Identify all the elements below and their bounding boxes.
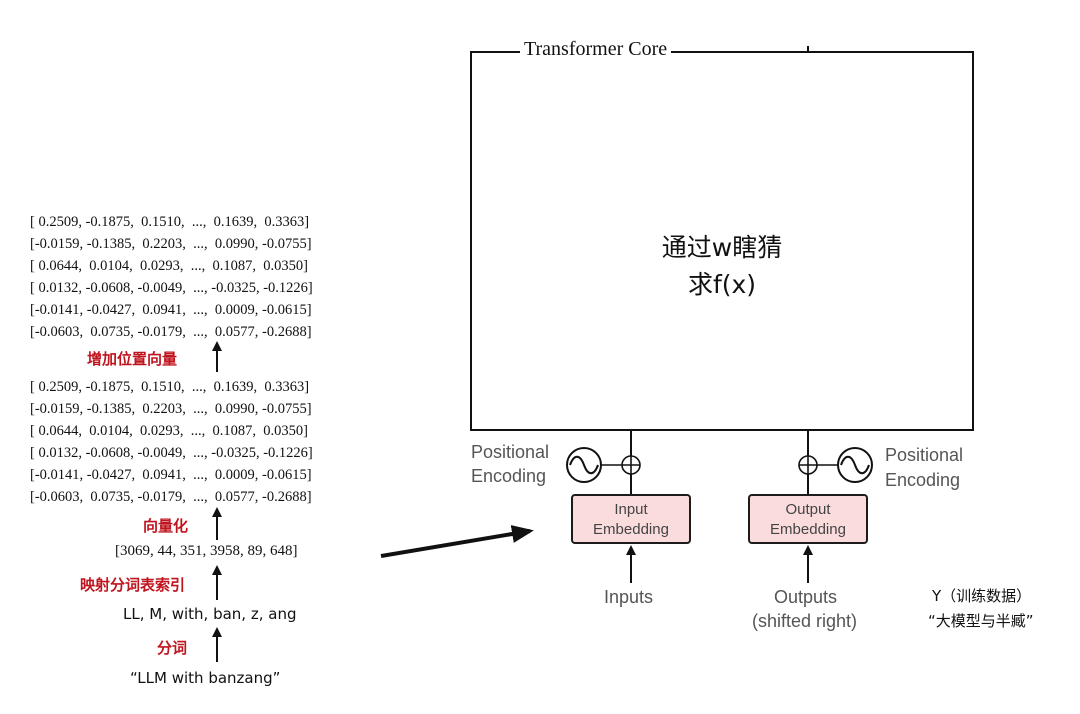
positional-encoding-left-label-2: Encoding — [471, 466, 547, 486]
output-embedding-box: Output Embedding — [748, 494, 868, 544]
output-sine-wave-icon — [817, 447, 873, 483]
outputs-label: Outputs — [774, 587, 838, 607]
output-add-icon — [798, 455, 818, 475]
training-data-label: Y（训练数据） — [932, 587, 1032, 605]
embedding-matrix-row: [ 0.2509, -0.1875, 0.1510, ..., 0.1639, … — [30, 379, 310, 395]
position-matrix-row: [ 0.0644, 0.0104, 0.0293, ..., 0.1087, 0… — [30, 258, 308, 274]
embedding-matrix-row: [ 0.0644, 0.0104, 0.0293, ..., 0.1087, 0… — [30, 423, 308, 439]
outputs-shifted-label: (shifted right) — [752, 611, 858, 631]
positional-encoding-right-label-1: Positional — [885, 445, 964, 465]
transformer-core-box — [470, 51, 974, 431]
embedding-matrix-row: [ 0.0132, -0.0608, -0.0049, ..., -0.0325… — [30, 445, 313, 461]
positional-encoding-left-label-1: Positional — [471, 442, 550, 462]
vectorize-label: 向量化 — [143, 517, 189, 535]
position-matrix-row: [-0.0159, -0.1385, 0.2203, ..., 0.0990, … — [30, 236, 312, 252]
inputs-label: Inputs — [604, 587, 654, 607]
input-sine-wave-icon — [566, 447, 622, 483]
core-line-guess: 通过w瞎猜 — [661, 233, 783, 262]
input-add-icon — [621, 455, 641, 475]
position-matrix-row: [-0.0603, 0.0735, -0.0179, ..., 0.0577, … — [30, 324, 312, 340]
add-position-label: 增加位置向量 — [87, 350, 178, 368]
to-input-arrow — [380, 525, 534, 558]
embedding-matrix-row: [-0.0603, 0.0735, -0.0179, ..., 0.0577, … — [30, 489, 312, 505]
position-matrix-row: [ 0.2509, -0.1875, 0.1510, ..., 0.1639, … — [30, 214, 310, 230]
output-embedding-label-2: Embedding — [770, 521, 846, 538]
position-matrix-row: [-0.0141, -0.0427, 0.0941, ..., 0.0009, … — [30, 302, 312, 318]
output-embedding-label-1: Output — [785, 501, 831, 518]
input-embedding-label-2: Embedding — [593, 521, 669, 538]
core-line-function: 求f(x) — [687, 270, 757, 299]
input-embedding-label-1: Input — [614, 501, 648, 518]
embedding-matrix-row: [-0.0141, -0.0427, 0.0941, ..., 0.0009, … — [30, 467, 312, 483]
raw-input-text: “LLM with banzang” — [130, 669, 281, 687]
training-data-example: “大模型与半臧” — [928, 612, 1034, 630]
token-ids: [3069, 44, 351, 3958, 89, 648] — [115, 543, 298, 559]
index-mapping-label: 映射分词表索引 — [80, 576, 186, 594]
tokenize-label: 分词 — [157, 639, 188, 657]
transformer-core-title: Transformer Core — [520, 38, 672, 61]
positional-encoding-right-label-2: Encoding — [885, 470, 961, 490]
position-matrix-row: [ 0.0132, -0.0608, -0.0049, ..., -0.0325… — [30, 280, 313, 296]
embedding-matrix-row: [-0.0159, -0.1385, 0.2203, ..., 0.0990, … — [30, 401, 312, 417]
token-list: LL, M, with, ban, z, ang — [123, 605, 297, 623]
input-embedding-box: Input Embedding — [571, 494, 691, 544]
